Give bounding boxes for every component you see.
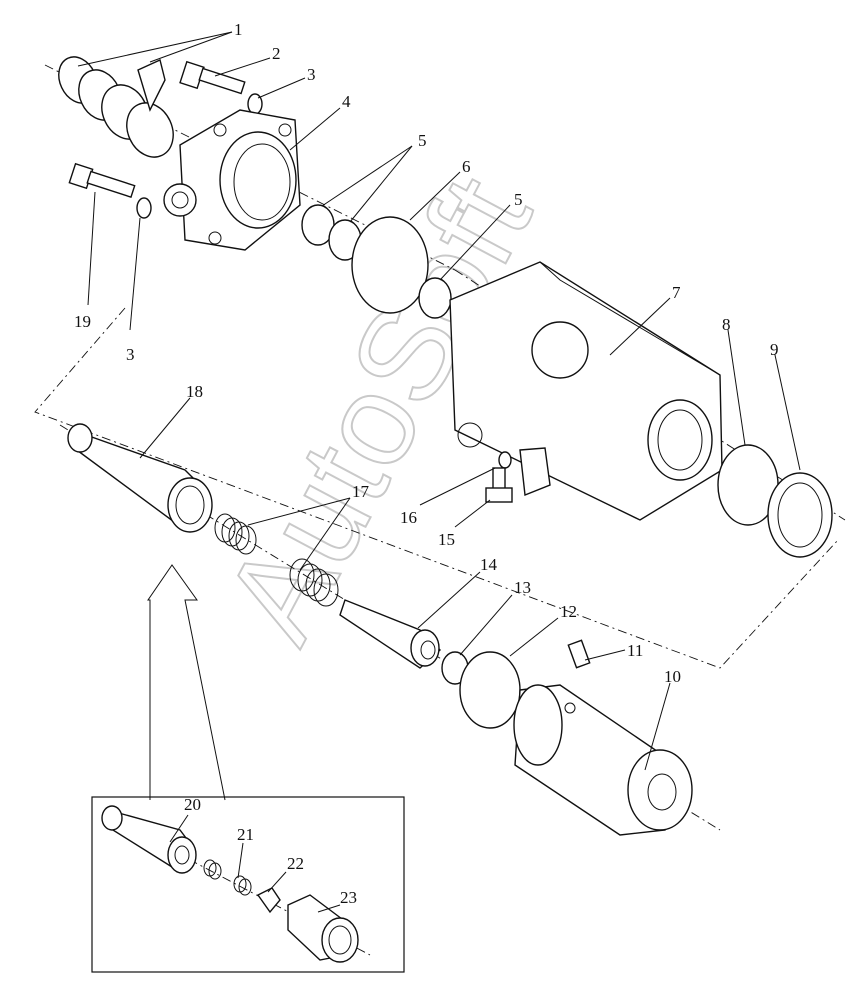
label-5-a: 5	[418, 131, 427, 150]
label-2: 2	[272, 44, 281, 63]
label-21: 21	[237, 825, 254, 844]
label-13: 13	[514, 578, 531, 597]
part-2-bolt	[179, 60, 246, 95]
part-19-bolt	[68, 162, 136, 199]
label-18: 18	[186, 382, 203, 401]
label-9: 9	[770, 340, 779, 359]
part-11-plug	[567, 639, 591, 669]
part-17-spring-b	[289, 558, 339, 607]
label-8: 8	[722, 315, 731, 334]
part-labels: 1 2 3 4 5 5 6 5 7 8 9 19 3 18 17 16 15 1…	[74, 20, 779, 907]
label-12: 12	[560, 602, 577, 621]
label-4: 4	[342, 92, 351, 111]
label-5-c: 5	[514, 190, 523, 209]
label-3-top: 3	[307, 65, 316, 84]
label-23: 23	[340, 888, 357, 907]
part-15-bolt	[485, 467, 513, 503]
part-18-spool	[67, 423, 213, 533]
part-5-oring-c	[418, 277, 452, 319]
leader-lines	[77, 31, 801, 913]
part-10-sleeve	[513, 684, 693, 836]
detail-arrow	[147, 564, 226, 801]
part-17-spring-a	[214, 513, 257, 555]
part-14-plunger	[339, 599, 442, 669]
part-1-boot	[58, 56, 174, 158]
part-4-flange	[163, 109, 301, 251]
label-14: 14	[480, 555, 498, 574]
part-12-oring	[459, 651, 521, 729]
label-6: 6	[462, 157, 471, 176]
label-10: 10	[664, 667, 681, 686]
part-6-seal-ring	[351, 216, 429, 314]
label-1: 1	[234, 20, 243, 39]
label-20: 20	[184, 795, 201, 814]
part-16-washer	[498, 451, 512, 469]
part-3-washer-lower	[136, 197, 152, 219]
label-11: 11	[627, 641, 643, 660]
label-17: 17	[352, 482, 370, 501]
part-7-valve-body	[449, 261, 723, 521]
label-22: 22	[287, 854, 304, 873]
label-19: 19	[74, 312, 91, 331]
label-16: 16	[400, 508, 417, 527]
label-3-lower: 3	[126, 345, 135, 364]
detail-inset	[91, 796, 405, 973]
part-9-bushing	[767, 472, 833, 558]
label-7: 7	[672, 283, 681, 302]
label-15: 15	[438, 530, 455, 549]
